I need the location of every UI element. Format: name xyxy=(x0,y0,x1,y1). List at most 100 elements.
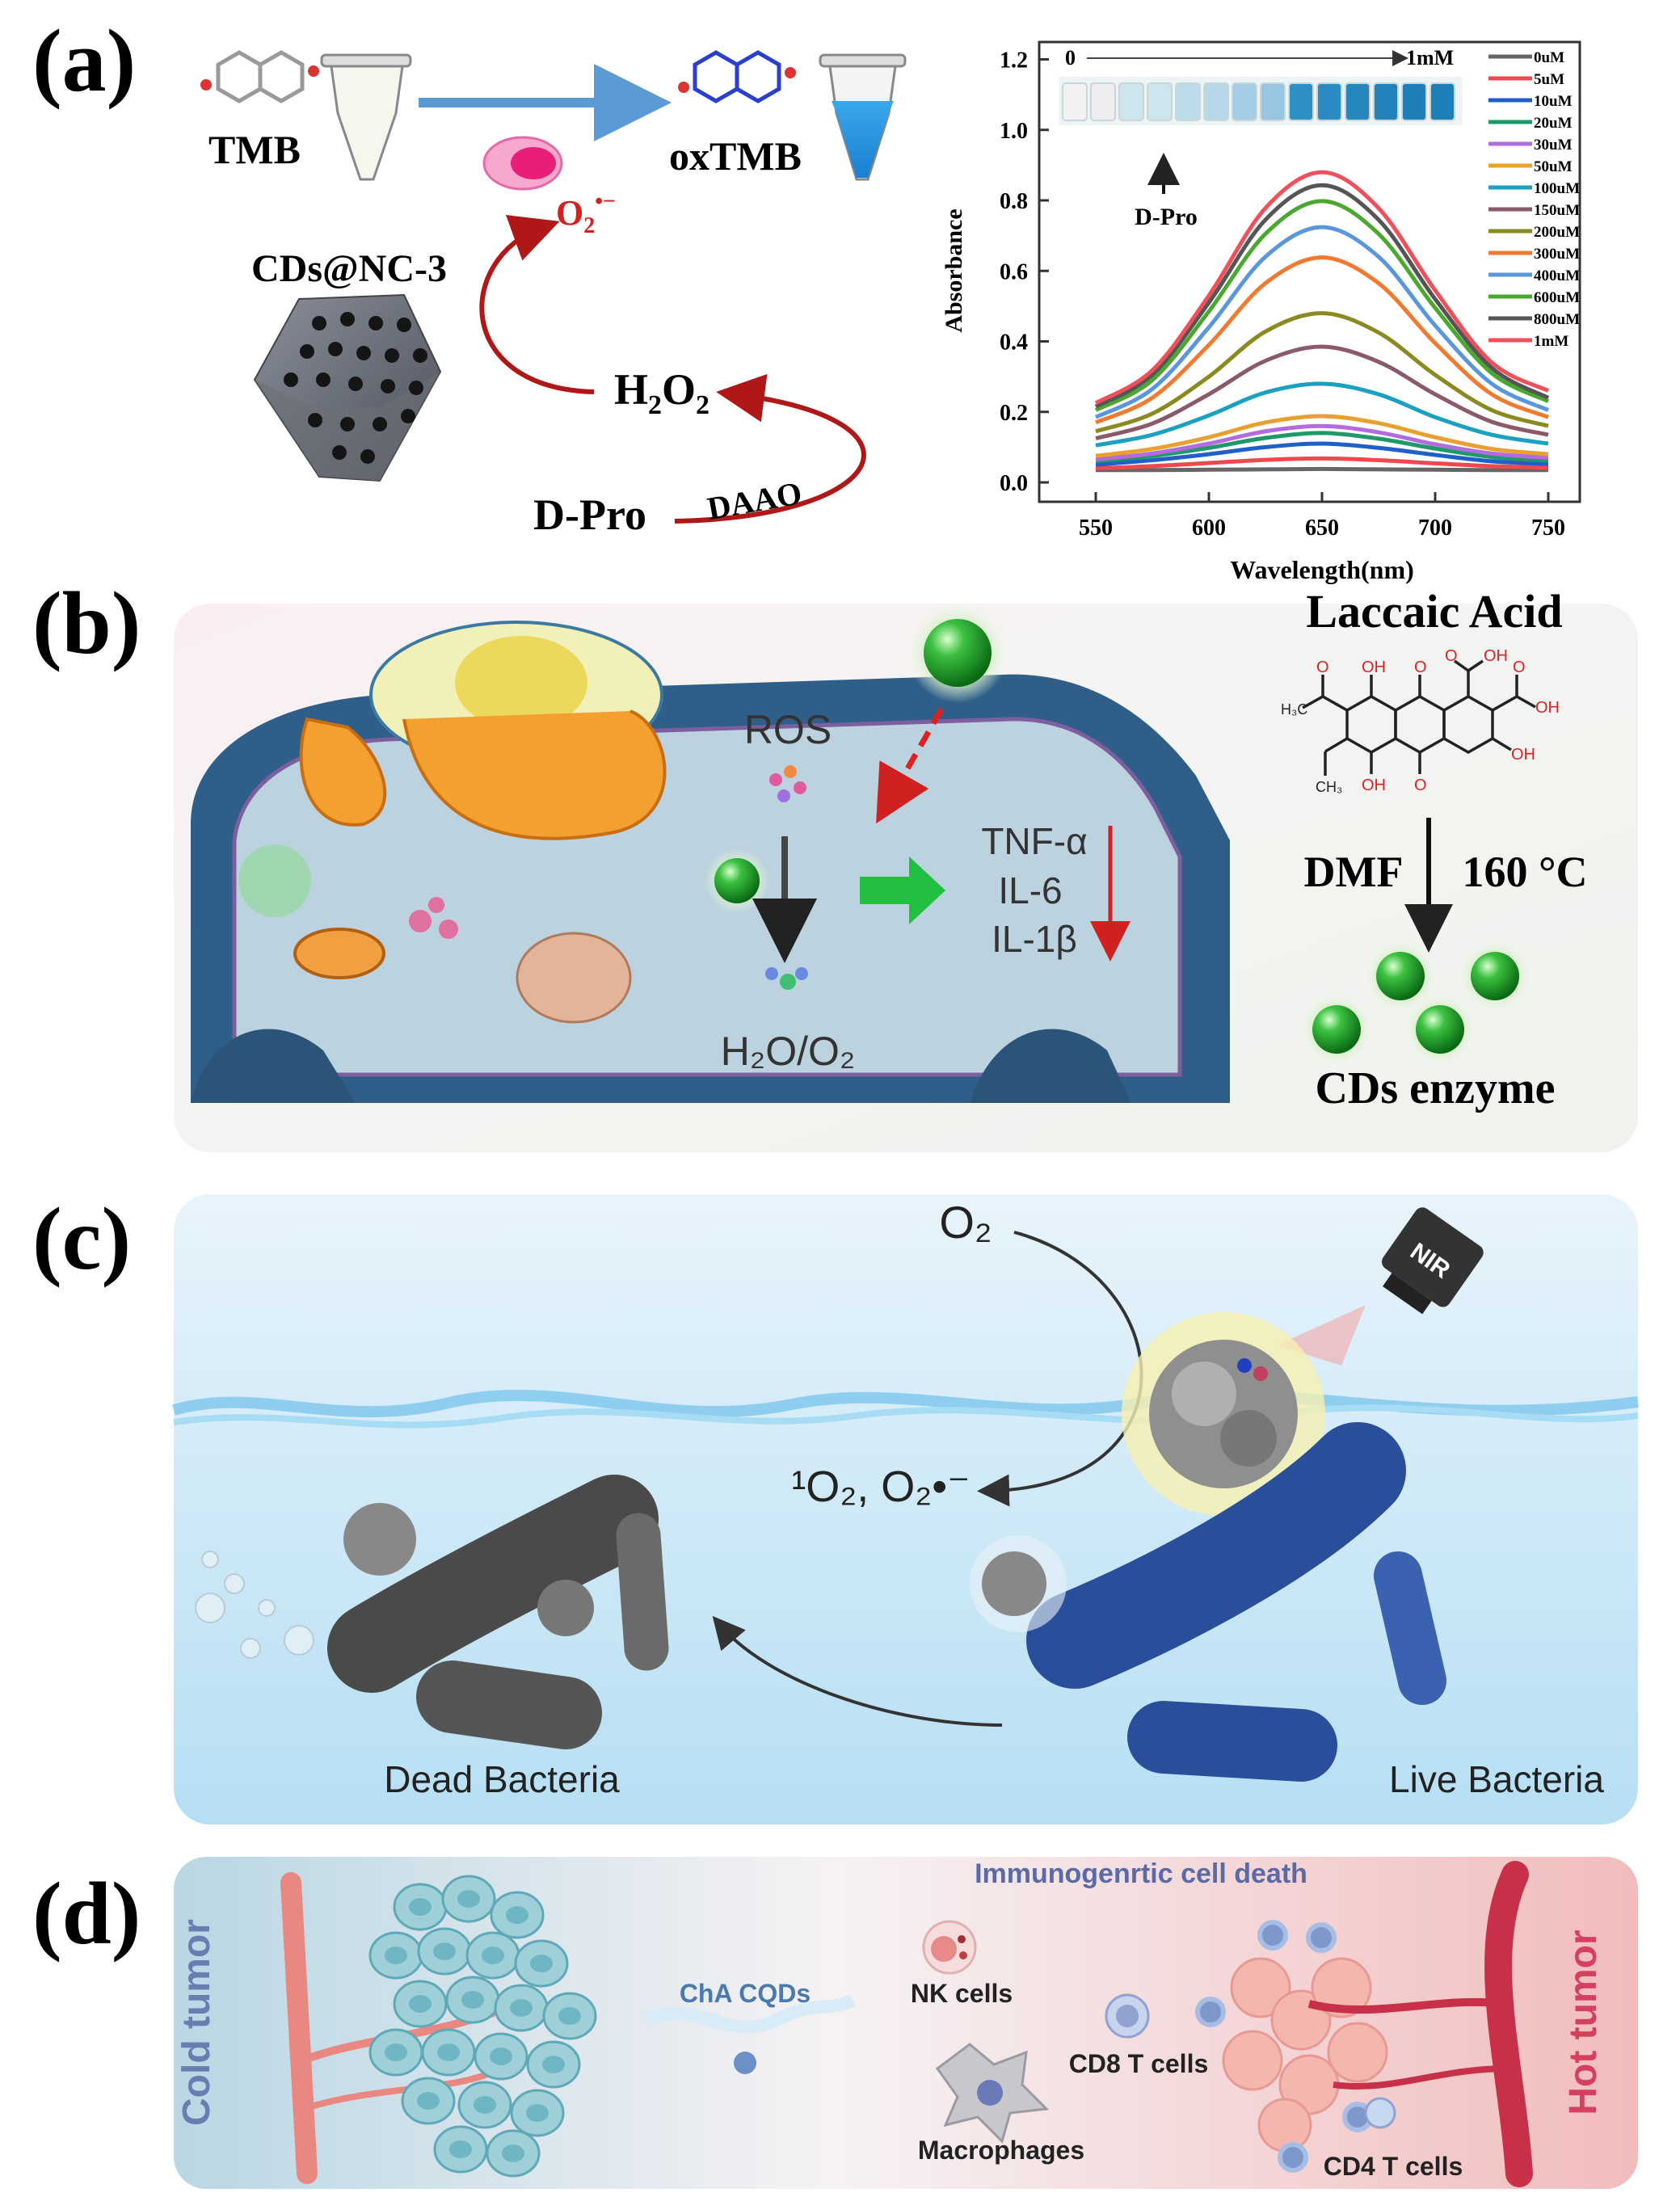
dashed-entry-arrow xyxy=(876,708,945,824)
svg-text:O: O xyxy=(1414,777,1427,794)
panel-label-c: (c) xyxy=(32,1189,131,1288)
vial xyxy=(1062,82,1088,121)
dpro-label: D-Pro xyxy=(533,490,646,539)
panel-label-a: (a) xyxy=(32,11,136,110)
svg-text:OH: OH xyxy=(1535,699,1560,717)
tumor-cell-nucleus xyxy=(457,1890,480,1908)
live-bacteria-illustration xyxy=(970,1422,1446,1782)
tumor-cell-nucleus xyxy=(474,2096,496,2114)
legend-label: 30uM xyxy=(1534,137,1573,154)
y-tick-label: 0.6 xyxy=(1000,259,1028,284)
y-tick-label: 1.2 xyxy=(1000,48,1028,74)
tumor-cell-nucleus xyxy=(409,1995,432,2013)
ros-label: ROS xyxy=(744,707,832,752)
series-line-150uM xyxy=(1095,344,1549,440)
enzyme-icon xyxy=(482,136,563,191)
ros-particles-icon xyxy=(769,765,806,802)
cd8-cells-label: CD8 T cells xyxy=(1069,2049,1209,2078)
tumor-cell-nucleus xyxy=(385,1947,407,1964)
vial xyxy=(1175,82,1201,121)
svg-text:O: O xyxy=(1414,659,1427,676)
svg-text:OH: OH xyxy=(1362,777,1386,794)
cytokine-tnf: TNF-α xyxy=(981,820,1087,862)
svg-text:H₃C: H₃C xyxy=(1281,701,1307,718)
vial xyxy=(1118,82,1144,121)
tube-blue-icon xyxy=(819,53,907,181)
tumor-cell-nucleus xyxy=(409,1898,432,1916)
legend-label: 600uM xyxy=(1534,289,1580,306)
y-tick-label: 0.0 xyxy=(1000,471,1028,496)
chart-series xyxy=(1094,170,1550,473)
water-surface-ripple xyxy=(173,1404,1639,1429)
series-line-20uM xyxy=(1095,431,1549,464)
laccaic-acid-structure-icon: O OH O O OH O OH OH OH O H₃C CH₃ xyxy=(1281,647,1560,795)
chart-legend: 0uM5uM10uM20uM30uM50uM100uM150uM200uM300… xyxy=(1488,49,1580,350)
y-tick-label: 0.8 xyxy=(1000,189,1028,214)
svg-text:CH₃: CH₃ xyxy=(1316,779,1342,795)
legend-label: 150uM xyxy=(1534,202,1580,219)
cds-enzyme-label: CDs enzyme xyxy=(1315,1063,1555,1113)
cytokine-il1b: IL-1β xyxy=(992,918,1077,960)
carbon-dot-icon xyxy=(714,858,760,903)
cqds-label: ChA CQDs xyxy=(680,1979,811,2008)
green-arrow-icon xyxy=(860,856,945,924)
svg-text:OH: OH xyxy=(1362,659,1386,676)
vial xyxy=(1147,82,1173,121)
legend-label: 300uM xyxy=(1534,246,1580,263)
water-oxygen-particles-icon xyxy=(765,967,808,990)
panel-label-b: (b) xyxy=(32,574,141,672)
legend-label: 1mM xyxy=(1534,333,1568,350)
vial xyxy=(1090,82,1116,121)
tumor-cell-nucleus xyxy=(502,2144,524,2162)
svg-text:OH: OH xyxy=(1484,647,1508,665)
svg-text:O: O xyxy=(1316,659,1329,676)
laccaic-acid-title: Laccaic Acid xyxy=(1306,585,1562,638)
series-line-10uM xyxy=(1095,441,1549,467)
tumor-cell-nucleus xyxy=(449,2140,472,2158)
dpro-annotation: D-Pro xyxy=(1135,204,1198,230)
panel-b: (b) ROS H₂O/O₂ TNF-α xyxy=(32,574,1638,1152)
dead-bacteria-illustration xyxy=(195,1475,669,1749)
series-line-800uM xyxy=(1094,183,1550,409)
vial xyxy=(1373,82,1399,121)
svg-text:O: O xyxy=(1445,647,1458,665)
y-tick-label: 1.0 xyxy=(1000,119,1028,144)
dead-bacteria-label: Dead Bacteria xyxy=(384,1758,620,1800)
tumor-cell-nucleus xyxy=(510,1999,533,2017)
superoxide-label: O2•− xyxy=(556,189,616,238)
cds-nc-label: CDs@NC-3 xyxy=(251,247,447,290)
panel-a: (a) TMB oxTMB O2•− CDs@NC-3 xyxy=(32,11,1581,584)
tube-clear-icon xyxy=(320,53,412,181)
daao-label: DAAO xyxy=(705,474,805,527)
x-axis-label: Wavelength(nm) xyxy=(1230,555,1414,584)
legend-label: 400uM xyxy=(1534,267,1580,284)
icd-label: Immunogenrtic cell death xyxy=(975,1858,1307,1889)
red-arrow-h2o2-to-superoxide xyxy=(479,215,595,394)
x-tick-label: 550 xyxy=(1079,516,1113,541)
tumor-cell-nucleus xyxy=(437,2043,460,2061)
vial-photo-inset xyxy=(1059,77,1463,125)
vial xyxy=(1288,82,1314,121)
legend-label: 50uM xyxy=(1534,158,1573,175)
vial xyxy=(1401,82,1427,121)
legend-label: 5uM xyxy=(1534,71,1564,88)
series-line-50uM xyxy=(1095,414,1549,458)
vial xyxy=(1260,82,1286,121)
live-bacteria-label: Live Bacteria xyxy=(1389,1758,1604,1800)
x-tick-label: 700 xyxy=(1418,516,1452,541)
oxygen-label: O₂ xyxy=(939,1197,992,1248)
y-axis: 0.00.20.40.60.81.01.2 xyxy=(1000,48,1049,496)
svg-text:OH: OH xyxy=(1511,746,1535,764)
panel-label-d: (d) xyxy=(32,1864,141,1963)
legend-label: 200uM xyxy=(1534,224,1580,241)
tumor-cell-nucleus xyxy=(433,1942,456,1960)
panel-c: (c) O₂ ¹O₂, O₂•⁻ NIR xyxy=(32,1189,1639,1825)
tumor-cell-nucleus xyxy=(506,1906,528,1924)
legend-label: 10uM xyxy=(1534,93,1573,110)
tmb-label: TMB xyxy=(208,127,301,172)
inset-start-label: 0 xyxy=(1065,46,1076,69)
oxtmb-molecule-icon xyxy=(678,50,796,103)
tumor-cell-nucleus xyxy=(482,1947,504,1964)
x-tick-label: 600 xyxy=(1192,516,1226,541)
